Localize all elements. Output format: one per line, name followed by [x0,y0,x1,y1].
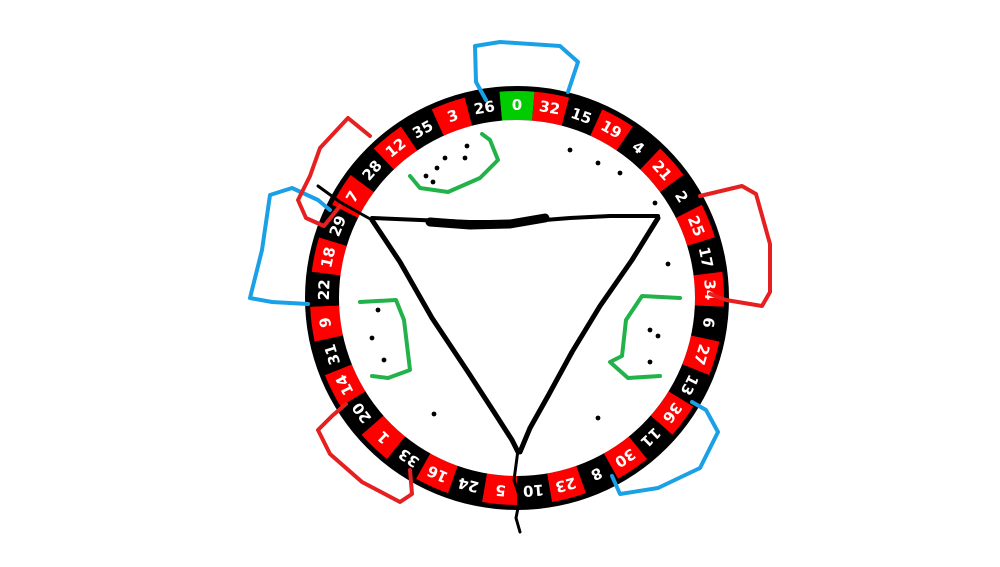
dot [596,161,601,166]
dot [424,174,429,179]
dot [443,156,448,161]
dot [596,416,601,421]
dot [656,334,661,339]
dot [435,166,440,171]
dot [568,148,573,153]
dot [465,144,470,149]
pocket-label: 0 [512,96,522,114]
dot [463,156,468,161]
dot [648,328,653,333]
dot [370,336,375,341]
dot [666,262,671,267]
pocket-label: 22 [315,279,334,301]
pocket-label: 5 [495,481,507,500]
dot [376,308,381,313]
dot [382,358,387,363]
dot [648,360,653,365]
dot [618,171,623,176]
dot [431,180,436,185]
dot [653,201,658,206]
pocket-label: 32 [538,97,562,118]
dot [432,412,437,417]
pocket-label: 10 [522,480,544,500]
